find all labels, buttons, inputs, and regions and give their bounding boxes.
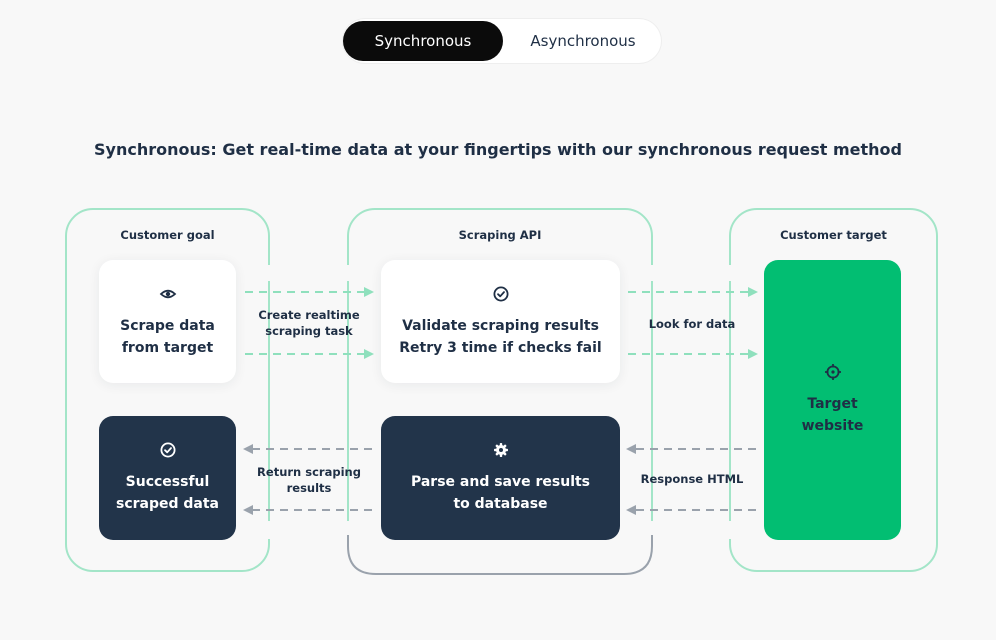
check-circle-icon (493, 286, 508, 301)
border-gap (268, 265, 270, 281)
successful-data-line2: scraped data (115, 496, 219, 512)
parse-save-line1: Parse and save results (410, 474, 591, 490)
crosshair-icon (824, 364, 841, 380)
customer-target-panel: Customer target (729, 208, 938, 572)
scraping-api-title: Scraping API (458, 228, 542, 242)
target-website-line1: Target (807, 396, 858, 412)
return-results-label: Return scraping results (245, 464, 373, 496)
customer-goal-title: Customer goal (120, 228, 215, 242)
scrape-data-line2: from target (121, 339, 214, 356)
target-website-line2: website (801, 418, 864, 434)
eye-icon (159, 289, 176, 298)
border-gap (347, 521, 349, 539)
target-website-card: Target website (764, 260, 901, 540)
validate-results-card: Validate scraping results Retry 3 time i… (381, 260, 620, 383)
border-gap (268, 521, 270, 539)
validate-results-text: Validate scraping results Retry 3 time i… (399, 315, 601, 359)
response-html-label: Response HTML (640, 472, 744, 486)
scrape-data-line1: Scrape data (120, 317, 215, 334)
mode-toggle: Synchronous Asynchronous (343, 19, 661, 63)
create-task-label-line2: scraping task (265, 324, 353, 338)
successful-data-line1: Successful (125, 474, 210, 490)
asynchronous-tab[interactable]: Asynchronous (505, 21, 661, 61)
parse-save-card: Parse and save results to database (381, 416, 620, 540)
synchronous-tab[interactable]: Synchronous (343, 21, 503, 61)
create-task-label-line1: Create realtime (258, 308, 360, 322)
look-for-data-label: Look for data (648, 317, 736, 331)
border-gap (729, 521, 731, 539)
successful-data-text: Successful scraped data (116, 471, 219, 515)
border-gap (651, 521, 653, 539)
create-task-label: Create realtime scraping task (245, 307, 373, 339)
scrape-data-text: Scrape data from target (120, 315, 215, 359)
border-gap (347, 265, 349, 281)
target-website-text: Target website (802, 393, 864, 437)
validate-results-line2: Retry 3 time if checks fail (399, 339, 602, 356)
parse-save-text: Parse and save results to database (411, 471, 590, 515)
parse-save-line2: to database (453, 496, 548, 512)
gear-icon (493, 443, 508, 457)
border-gap (729, 265, 731, 281)
border-gap (651, 265, 653, 281)
check-circle-icon (160, 442, 175, 458)
customer-goal-panel: Customer goal (65, 208, 270, 572)
customer-target-title: Customer target (780, 228, 887, 242)
successful-data-card: Successful scraped data (99, 416, 236, 540)
return-results-label-line2: results (286, 481, 332, 495)
headline: Synchronous: Get real-time data at your … (93, 140, 902, 159)
return-results-label-line1: Return scraping (257, 465, 361, 479)
scrape-data-card: Scrape data from target (99, 260, 236, 383)
validate-results-line1: Validate scraping results (402, 317, 599, 334)
